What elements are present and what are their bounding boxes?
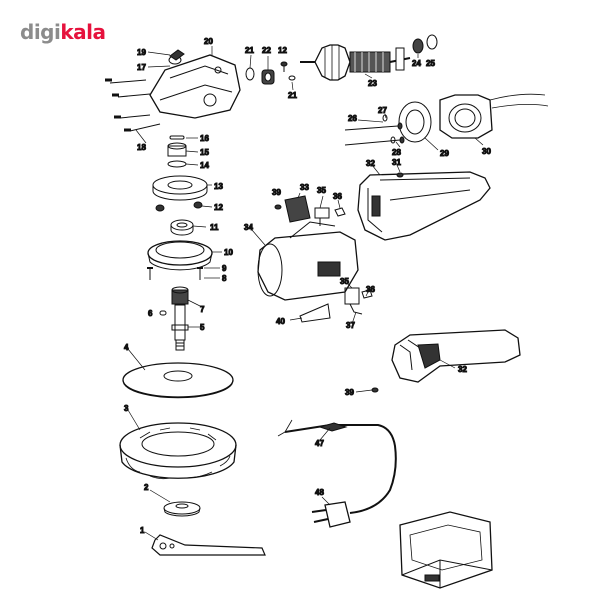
label-39b: 39 [345,388,354,397]
screws-26-27-28 [344,114,405,146]
key-6 [159,310,167,316]
label-36a: 36 [333,192,342,201]
label-14: 14 [200,161,209,170]
label-7: 7 [200,305,205,314]
screw-21-top [288,75,296,81]
label-12a: 12 [214,203,223,212]
screw-31 [396,172,404,178]
label-20: 20 [204,37,213,46]
label-39a: 39 [272,188,281,197]
leader-lines [127,46,484,541]
bearing-15 [167,142,187,157]
pin-16 [169,135,185,140]
screw-39-a [274,204,282,210]
label-29: 29 [440,149,449,158]
washer-14 [167,160,187,168]
screws-12 [155,201,203,212]
label-34: 34 [244,223,253,232]
label-5: 5 [200,323,205,332]
label-18: 18 [137,143,146,152]
gear-housing [149,49,241,119]
label-17: 17 [137,63,146,72]
label-36b: 36 [366,285,375,294]
polishing-bonnet [119,422,237,480]
baffle-29 [398,101,432,143]
gear-7 [171,286,189,305]
label-28: 28 [392,148,401,157]
washer-21 [245,67,255,81]
label-21b: 21 [288,91,297,100]
label-26: 26 [348,114,357,123]
clip-36 [334,207,346,217]
label-30: 30 [482,147,491,156]
screw-12-top [280,61,288,72]
label-27: 27 [378,106,387,115]
label-12b: 12 [278,46,287,55]
label-24: 24 [412,59,421,68]
spindle-5 [171,304,189,351]
label-32b: 32 [458,365,467,374]
label-31: 31 [392,158,401,167]
rear-housing-34 [257,221,359,301]
bearing-cover [152,175,208,201]
carry-case [399,511,493,589]
rear-handle [391,329,521,383]
label-22: 22 [262,46,271,55]
label-1: 1 [140,526,145,535]
label-3: 3 [124,404,129,413]
label-13: 13 [214,182,223,191]
part-numbers: 19 17 20 18 16 15 14 13 12 11 10 9 8 7 6… [124,37,492,536]
label-32a: 32 [366,159,375,168]
bearings-24-25 [412,34,438,54]
label-33: 33 [300,183,309,192]
label-23: 23 [368,79,377,88]
housing-screws [105,78,161,132]
switch-35 [314,207,330,226]
label-16: 16 [200,134,209,143]
label-9: 9 [222,264,227,273]
backing-pad [122,362,234,399]
screw-39-b [371,387,379,393]
power-cord [277,419,397,514]
label-10: 10 [224,248,233,257]
bearing-11 [170,219,194,236]
screws-8-9 [147,267,203,280]
digikala-logo: digikala [20,20,106,44]
bearing-22 [261,69,275,85]
label-11: 11 [210,223,219,232]
motor-housing-32 [357,171,491,241]
label-4: 4 [124,343,129,352]
switch-cover-33 [284,195,311,223]
label-48: 48 [315,488,324,497]
plug [311,501,351,528]
pin-spanner [151,534,266,556]
label-35b: 35 [340,277,349,286]
label-2: 2 [144,483,149,492]
label-47: 47 [315,439,324,448]
flange-nut [163,501,201,517]
label-6: 6 [148,309,153,318]
label-40: 40 [276,317,285,326]
label-plate-40 [299,303,331,323]
label-37: 37 [346,321,355,330]
field-coil [439,93,549,139]
label-35a: 35 [317,186,326,195]
label-21a: 21 [245,46,254,55]
label-19: 19 [137,48,146,57]
gear-plate [147,240,213,271]
label-8: 8 [222,274,227,283]
armature [300,44,411,81]
label-15: 15 [200,148,209,157]
label-25: 25 [426,59,435,68]
